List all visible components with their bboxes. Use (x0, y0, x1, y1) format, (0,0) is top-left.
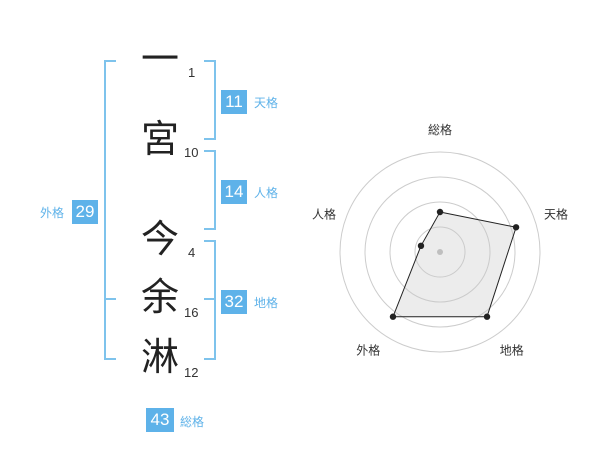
radar-center-dot (437, 249, 443, 255)
name-char-3: 今 (140, 217, 179, 261)
name-char-2: 宮 (140, 117, 179, 161)
gaikaku-label: 外格 (40, 206, 65, 220)
tenkaku-bracket (204, 60, 216, 140)
radar-grid-ring-3 (364, 176, 516, 328)
stroke-count-3: 4 (188, 245, 196, 260)
radar-point-4 (389, 313, 397, 320)
stroke-count-4: 16 (184, 305, 199, 320)
soukaku-label: 総格 (180, 415, 205, 429)
stroke-count-5: 12 (184, 365, 199, 380)
radar-grid-ring-1 (414, 226, 466, 278)
radar-grid-ring-2 (389, 201, 491, 303)
tenkaku-badge: 11 (221, 90, 247, 114)
chikaku-bracket (204, 240, 216, 360)
stroke-count-1: 1 (188, 65, 196, 80)
radar-axis-label-5: 人格 (312, 206, 336, 221)
chikaku-label: 地格 (254, 296, 279, 310)
name-char-5: 淋 (140, 335, 179, 379)
gaikaku-bracket-tick (104, 298, 116, 300)
jinkaku-label: 人格 (254, 186, 279, 200)
radar-axis-label-1: 総格 (428, 122, 452, 137)
radar-axis-label-2: 天格 (544, 206, 568, 221)
radar-data-polygon (392, 211, 517, 318)
chikaku-bracket-tick (204, 298, 214, 300)
radar-axis-label-3: 地格 (500, 343, 524, 358)
name-char-1: 一 (140, 37, 179, 81)
soukaku-badge: 43 (146, 408, 174, 432)
radar-axis-label-4: 外格 (356, 343, 380, 358)
radar-grid-ring-4 (339, 151, 541, 353)
jinkaku-badge: 14 (221, 180, 247, 204)
tenkaku-label: 天格 (254, 96, 279, 110)
radar-point-5 (417, 242, 425, 250)
stroke-count-2: 10 (184, 145, 199, 160)
radar-point-3 (483, 313, 491, 320)
radar-point-1 (436, 208, 444, 216)
name-char-4: 余 (140, 275, 179, 319)
gaikaku-bracket (104, 60, 116, 360)
gaikaku-badge: 29 (72, 200, 98, 224)
radar-point-2 (512, 224, 520, 231)
jinkaku-bracket (204, 150, 216, 230)
chikaku-badge: 32 (221, 290, 247, 314)
